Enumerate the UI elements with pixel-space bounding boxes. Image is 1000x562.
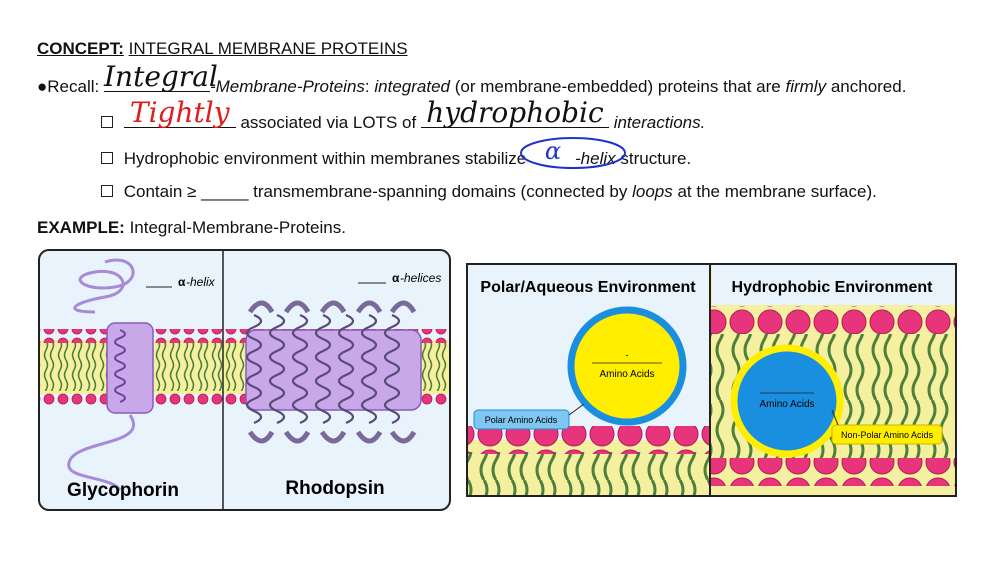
panel1-alpha: α — [178, 275, 186, 289]
point-2-handwritten: α — [544, 137, 562, 165]
point-2-text: Hydrophobic environment within membranes… — [123, 149, 527, 168]
point-2-text-2: -helix — [575, 149, 616, 168]
nonpolar-tag-pointer — [831, 409, 839, 426]
polar-tag-pointer — [568, 403, 585, 416]
example-label: EXAMPLE: — [37, 218, 125, 237]
panel2-term: -helices — [400, 271, 441, 285]
point-3-blank: _____ — [201, 182, 249, 201]
point-1-blank: Tightly — [123, 96, 236, 129]
rhodopsin-protein — [245, 300, 422, 444]
recall-blank: Integral — [103, 60, 218, 93]
concept-label: CONCEPT: — [37, 39, 124, 58]
checkbox-icon — [101, 116, 113, 128]
glycophorin-caption: Glycophorin — [67, 480, 179, 501]
recall-handwritten: Integral — [103, 60, 218, 93]
recall-word1: integrated — [374, 77, 451, 96]
recall-end: anchored. — [830, 77, 907, 96]
blue-circle-mark — [520, 137, 626, 169]
concept-heading: CONCEPT: INTEGRAL MEMBRANE PROTEINS — [37, 39, 408, 59]
point-1-handwritten-2: hydrophobic — [426, 96, 604, 129]
rhodopsin-caption: Rhodopsin — [285, 478, 384, 499]
aqueous-membrane — [467, 426, 710, 496]
left-figure-border — [38, 249, 451, 511]
point-3-word: loops — [632, 182, 673, 201]
recall-term: -Membrane-Proteins — [209, 77, 365, 96]
point-3-text-2: transmembrane-spanning domains (connecte… — [253, 182, 628, 201]
point-2-blank: α — [520, 137, 626, 169]
point-1-handwritten: Tightly — [129, 96, 230, 129]
recall-word2: firmly — [785, 77, 827, 96]
nonpolar-circle-label: Amino Acids — [759, 399, 814, 410]
title-bar-right — [712, 265, 955, 305]
point-3-text: Contain ≥ — [123, 182, 197, 201]
point-3-text-3: at the membrane surface). — [677, 182, 877, 201]
point-2: Hydrophobic environment within membranes… — [101, 137, 692, 169]
example-text: Integral-Membrane-Proteins. — [129, 218, 346, 237]
nonpolar-aa-circle — [730, 344, 844, 458]
point-3: Contain ≥ _____ transmembrane-spanning d… — [101, 182, 877, 202]
title-bar-left — [468, 265, 709, 305]
polar-tag-box — [473, 409, 570, 430]
polar-tag: Polar Amino Acids — [485, 415, 558, 425]
recall-mid: (or membrane-embedded) proteins that are — [454, 77, 781, 96]
recall-line: ●Recall: Integral -Membrane-Proteins: in… — [37, 60, 907, 97]
nonpolar-tag-box — [831, 424, 943, 445]
point-1-blank-2: hydrophobic — [420, 96, 609, 129]
hydrophobic-title: Hydrophobic Environment — [732, 279, 934, 296]
nonpolar-tag: Non-Polar Amino Acids — [841, 430, 934, 440]
example-line: EXAMPLE: Integral-Membrane-Proteins. — [37, 218, 346, 238]
panel2-alpha: α — [392, 271, 400, 285]
point-1-text-2: interactions. — [613, 113, 706, 132]
panel1-term: -helix — [186, 275, 216, 289]
point-2-text-3: structure. — [620, 149, 692, 168]
right-figure-border — [466, 263, 957, 497]
point-1: Tightly associated via LOTS of hydrophob… — [101, 96, 706, 133]
recall-colon: : — [364, 77, 370, 96]
aqueous-title: Polar/Aqueous Environment — [480, 279, 696, 296]
recall-bullet: ●Recall: — [37, 77, 100, 96]
concept-title: INTEGRAL MEMBRANE PROTEINS — [128, 39, 408, 58]
polar-dash: - — [626, 350, 629, 360]
polar-aa-circle — [567, 306, 687, 426]
checkbox-icon — [101, 152, 113, 164]
polar-circle-label: Amino Acids — [599, 369, 654, 380]
point-1-text: associated via LOTS of — [240, 113, 417, 132]
glycophorin-protein — [67, 258, 154, 492]
checkbox-icon — [101, 185, 113, 197]
